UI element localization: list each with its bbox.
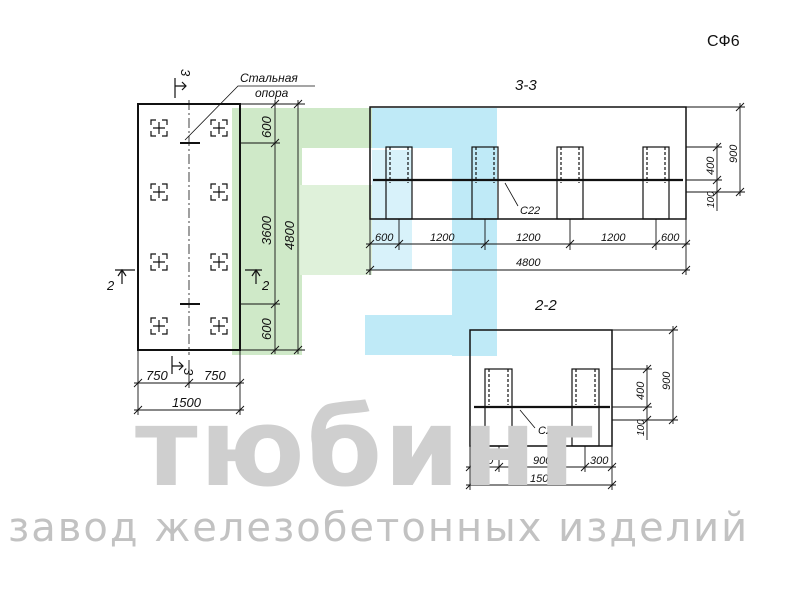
section-3-3-horizontal-dims (365, 219, 691, 275)
section-2-2-horizontal-dims (465, 446, 617, 490)
section-marker-3-top-label: 3 (178, 69, 193, 77)
section-3-3-vertical-dims (686, 102, 745, 211)
watermark-subtitle: завод железобетонных изделий (8, 505, 750, 551)
section-3-3-title: 3-3 (515, 77, 537, 94)
callout-text-line2: опора (255, 86, 289, 100)
section-3-3-dim-1200-b: 1200 (516, 232, 541, 244)
plan-dim-3600: 3600 (259, 215, 274, 245)
plan-dim-600-top: 600 (259, 116, 274, 138)
section-3-3-dim-900: 900 (728, 144, 740, 163)
section-3-3-dim-100: 100 (706, 191, 717, 208)
section-marker-2-left (115, 268, 135, 284)
section-3-3-dim-1200-c: 1200 (601, 232, 626, 244)
section-marker-3-bottom-label: 3 (181, 368, 196, 376)
plan-anchor-marks (150, 119, 228, 335)
plan-dim-1500: 1500 (172, 395, 202, 410)
plan-vertical-dims (240, 99, 305, 355)
section-2-2-dim-900: 900 (533, 455, 552, 467)
section-marker-2-right (245, 268, 262, 284)
logo-green-block-mid (300, 185, 372, 275)
anchor-mark (150, 119, 168, 137)
section-2-2-rebar-leader (519, 409, 536, 429)
anchor-mark (210, 183, 228, 201)
anchor-mark (210, 119, 228, 137)
plan-dim-750-left: 750 (146, 368, 168, 383)
section-marker-2-left-label: 2 (106, 278, 115, 293)
sheet-code: СФ6 (707, 33, 740, 50)
section-3-3-outline (369, 106, 687, 220)
section-marker-3-top (174, 78, 187, 98)
callout-leader (184, 85, 315, 141)
section-2-2-rebar-label: С22 (538, 425, 558, 437)
logo-cyan-block-bottom (365, 315, 497, 355)
section-2-2-title: 2-2 (534, 297, 557, 314)
logo-cyan-block-right (452, 108, 497, 356)
section-2-2-dim-300-right: 300 (590, 455, 609, 467)
logo-green-block-left (232, 108, 302, 355)
section-3-3-dim-400: 400 (705, 156, 717, 175)
section-2-2-dim-100: 100 (636, 419, 647, 436)
section-2-2-dim-900: 900 (661, 371, 673, 390)
anchor-mark (210, 253, 228, 271)
anchor-mark (210, 317, 228, 335)
section-3-3-rebar-leader (504, 182, 519, 207)
logo-cyan-block-mid (372, 150, 412, 270)
callout-text-line1: Стальная (240, 71, 298, 85)
section-3-3-dim-600-right: 600 (661, 232, 680, 244)
section-2-2-dim-1500: 1500 (530, 473, 555, 485)
section-2-2-dim-400: 400 (635, 381, 647, 400)
section-2-2-vertical-dims (612, 325, 678, 440)
section-2-2-dim-300-left: 300 (475, 455, 494, 467)
section-3-3-dim-4800: 4800 (516, 257, 541, 269)
plan-dim-4800: 4800 (282, 220, 297, 250)
section-marker-2-right-label: 2 (261, 278, 270, 293)
section-3-3-dim-600-left: 600 (375, 232, 394, 244)
anchor-mark (150, 253, 168, 271)
anchor-mark (150, 317, 168, 335)
section-2-2-outline (469, 329, 613, 447)
watermark-brand: тюбинг (135, 386, 597, 511)
logo-green-block-top (232, 108, 372, 148)
section-3-3-dim-1200-a: 1200 (430, 232, 455, 244)
plan-horizontal-dims (133, 350, 245, 415)
plan-view: Стальная опора 3 3 2 (106, 69, 315, 415)
plan-dim-750-right: 750 (204, 368, 226, 383)
section-3-3: 3-3 С22 400 100 900 (365, 77, 745, 275)
section-2-2: 2-2 С22 400 100 900 (465, 297, 678, 490)
logo-cyan-block-top (372, 108, 497, 148)
section-marker-3-bottom (171, 356, 184, 374)
plan-dim-600-bottom: 600 (259, 318, 274, 340)
anchor-mark (150, 183, 168, 201)
section-3-3-rebar-label: С22 (520, 205, 540, 217)
